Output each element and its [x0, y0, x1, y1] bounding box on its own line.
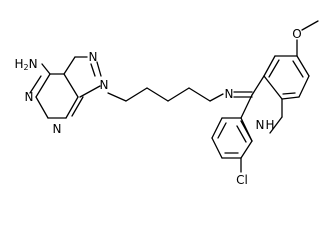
- bond: [29, 75, 42, 94]
- bond: [79, 85, 101, 98]
- bond: [281, 96, 300, 100]
- bond: [125, 87, 148, 102]
- bond: [282, 92, 296, 95]
- methoxy-oxygen-label: O: [292, 27, 301, 41]
- bond: [251, 75, 265, 96]
- bond: [240, 94, 253, 119]
- bond: [35, 73, 51, 98]
- amine-group-label: H2N: [14, 57, 37, 72]
- bond: [107, 92, 127, 102]
- bond: [41, 63, 51, 75]
- bond: [71, 96, 84, 117]
- purine-n1-label: N: [25, 90, 34, 104]
- bond: [146, 87, 169, 102]
- bond: [63, 56, 76, 75]
- bond: [167, 87, 190, 102]
- bond: [211, 137, 223, 159]
- bond: [63, 73, 79, 98]
- bond: [96, 61, 102, 77]
- purine-n3-label: N: [53, 122, 62, 136]
- atom-labels: H2N N N N N N N H O Cl: [14, 27, 301, 187]
- bond: [240, 120, 253, 142]
- bond: [35, 96, 49, 119]
- bond: [263, 55, 276, 77]
- bond: [65, 96, 79, 119]
- bond: [240, 140, 253, 159]
- purine-n7-label: N: [89, 50, 98, 64]
- bond: [268, 59, 280, 78]
- bond: [298, 75, 310, 98]
- bond: [209, 93, 224, 102]
- bond: [90, 63, 96, 77]
- chlorine-label: Cl: [236, 173, 248, 187]
- purine-n9-label: N: [100, 78, 109, 92]
- bond: [296, 55, 310, 77]
- acridine-nitrogen-label: N: [256, 118, 265, 132]
- bond: [236, 125, 247, 143]
- linker-nitrogen-label: N: [225, 87, 234, 101]
- bond-lines: [29, 20, 319, 173]
- bond: [217, 122, 227, 139]
- bond: [211, 117, 223, 139]
- bond: [263, 75, 283, 100]
- acridine-hydrogen-label: H: [265, 118, 274, 132]
- bond: [188, 87, 211, 102]
- bond: [292, 60, 304, 78]
- bond: [301, 20, 319, 31]
- molecule-diagram: H2N N N N N N N H O Cl: [14, 20, 319, 187]
- bond: [269, 116, 283, 134]
